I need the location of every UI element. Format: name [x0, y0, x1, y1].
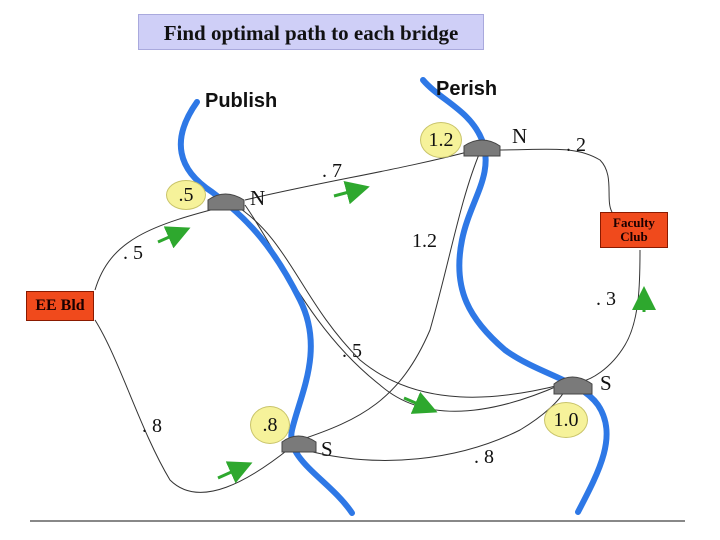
edge-weight-publish-south-perish-north: 1.2 — [412, 230, 437, 252]
bridge-cost-publish-north: .5 — [166, 180, 206, 210]
path-publish-south-to-perish-north — [299, 151, 481, 441]
bridge-perish-south — [553, 376, 593, 395]
bridge-side-publish-north: N — [250, 186, 266, 210]
edge-weight-publish-north-perish-north: . 7 — [322, 160, 342, 182]
arrow-to-perish-south — [403, 391, 438, 414]
arrow-ee-to-publish-south — [217, 461, 253, 484]
river-label-publish: Publish — [205, 90, 278, 112]
river-label-perish: Perish — [436, 78, 498, 100]
edge-weight-perish-north-faculty: . 2 — [566, 134, 586, 156]
path-publish-south-to-perish-south — [304, 389, 566, 461]
bridge-side-publish-south: S — [321, 437, 333, 461]
bridge-publish-north — [207, 193, 245, 211]
bridge-publish-south — [281, 435, 317, 453]
path-ee-to-publish-north — [94, 204, 231, 291]
path-perish-north-to-faculty — [494, 148, 613, 213]
edge-weight-ee-publish-south: . 8 — [142, 415, 162, 437]
bridge-cost-publish-south: .8 — [250, 406, 290, 444]
page-title: Find optimal path to each bridge — [163, 21, 459, 45]
bridge-cost-perish-north: 1.2 — [420, 122, 462, 158]
ee-bld-box: EE Bld — [26, 291, 94, 321]
path-publish-north-to-perish-south-lower — [244, 204, 561, 412]
path-ee-to-publish-south — [94, 319, 291, 493]
bottom-divider — [30, 520, 685, 522]
edge-weight-ee-publish-north: . 5 — [123, 242, 143, 264]
title-box: Find optimal path to each bridge — [138, 14, 484, 50]
arrow-ee-to-publish-north — [157, 226, 191, 249]
edge-weight-publish-south-perish-south: . 8 — [474, 446, 494, 468]
path-faculty-to-perish-south — [579, 249, 641, 383]
faculty-club-box: Faculty Club — [600, 212, 668, 248]
bridge-side-perish-south: S — [600, 371, 612, 395]
path-publish-north-to-perish-south — [234, 204, 561, 398]
edge-weight-perish-south-faculty: . 3 — [596, 288, 616, 310]
bridge-side-perish-north: N — [512, 124, 528, 148]
bridge-cost-perish-south: 1.0 — [544, 402, 588, 438]
edge-weight-publish-north-perish-south: . 5 — [342, 340, 362, 362]
river-publish — [177, 99, 355, 516]
arrow-publish-north-to-perish-north — [333, 181, 370, 205]
bridge-perish-north — [463, 139, 501, 157]
